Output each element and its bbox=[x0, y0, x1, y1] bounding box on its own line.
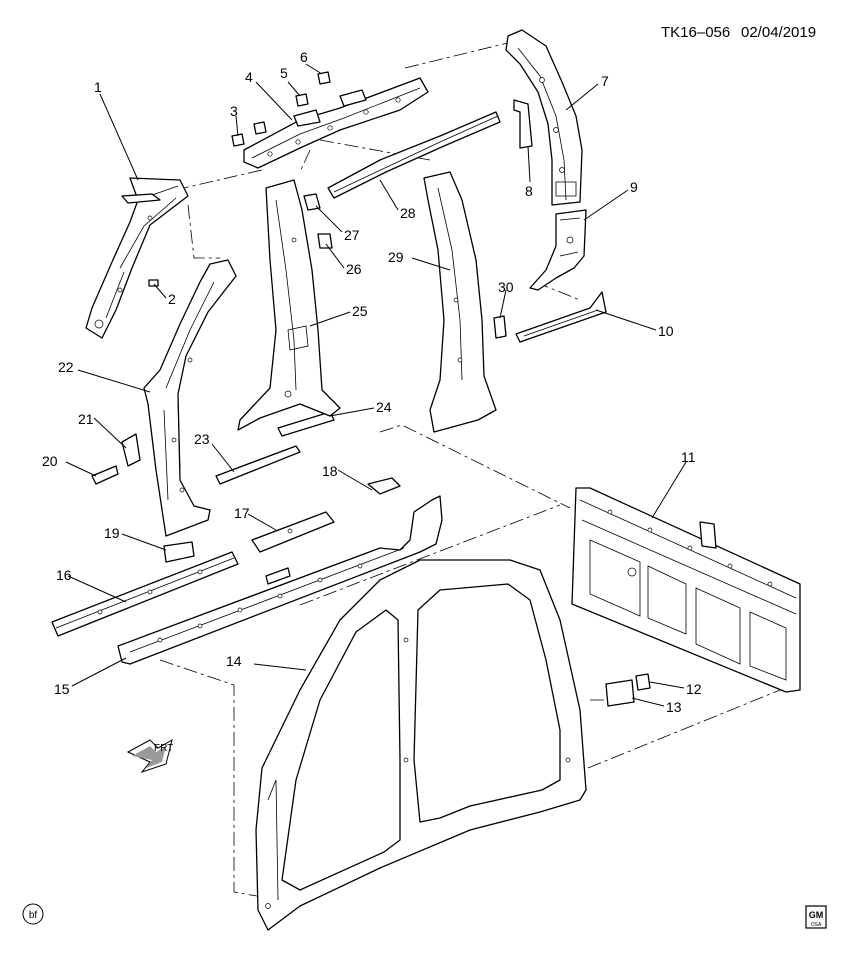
callout-8: 8 bbox=[525, 183, 533, 199]
frt-label: FRT bbox=[154, 743, 173, 754]
callout-2: 2 bbox=[168, 291, 176, 307]
callout-10: 10 bbox=[658, 323, 674, 339]
callout-13: 13 bbox=[666, 699, 682, 715]
part-7-rear-pillar-upper bbox=[505, 29, 583, 206]
part-29-center-pillar-outer bbox=[423, 171, 497, 433]
callout-27: 27 bbox=[344, 227, 360, 243]
part-28-roof-side-rail bbox=[327, 111, 501, 199]
part-3-clips bbox=[231, 121, 267, 147]
callout-30: 30 bbox=[498, 279, 514, 295]
part-4-roof-front-header bbox=[243, 77, 429, 169]
callout-3: 3 bbox=[230, 103, 238, 119]
part-8-bracket bbox=[513, 99, 533, 149]
part-26-bracket bbox=[317, 233, 333, 249]
callout-4: 4 bbox=[245, 69, 253, 85]
callout-15: 15 bbox=[54, 681, 70, 697]
callout-23: 23 bbox=[194, 431, 210, 447]
part-9-rear-pillar-lower bbox=[529, 209, 587, 291]
part-11-back-panel bbox=[571, 487, 801, 693]
callout-16: 16 bbox=[56, 567, 72, 583]
callout-20: 20 bbox=[42, 453, 58, 469]
front-direction-arrow: FRT bbox=[126, 738, 173, 774]
callout-18: 18 bbox=[322, 463, 338, 479]
diagram-date: 02/04/2019 bbox=[741, 24, 816, 41]
callout-28: 28 bbox=[400, 205, 416, 221]
part-20-bracket bbox=[91, 465, 119, 485]
gm-logo: GM OSA bbox=[805, 905, 827, 929]
callout-24: 24 bbox=[376, 399, 392, 415]
part-1-windshield-pillar-upper bbox=[85, 177, 189, 339]
callout-6: 6 bbox=[300, 49, 308, 65]
callout-14: 14 bbox=[226, 653, 242, 669]
part-6-clip bbox=[317, 71, 331, 85]
callout-29: 29 bbox=[388, 249, 404, 265]
part-23-sill-reinforcement bbox=[215, 445, 301, 485]
callout-26: 26 bbox=[346, 261, 362, 277]
callout-9: 9 bbox=[630, 179, 638, 195]
part-2-clip bbox=[148, 279, 159, 287]
callout-25: 25 bbox=[352, 303, 368, 319]
part-12-bracket bbox=[635, 673, 651, 691]
callout-17: 17 bbox=[234, 505, 250, 521]
leader-lines bbox=[65, 63, 687, 707]
illustrator-initials: bf bbox=[29, 910, 38, 921]
callout-12: 12 bbox=[686, 681, 702, 697]
callout-22: 22 bbox=[58, 359, 74, 375]
part-30-bracket bbox=[493, 315, 507, 339]
part-5-clip bbox=[295, 93, 309, 107]
diagram-code: TK16–056 bbox=[661, 24, 730, 41]
part-19-bracket bbox=[163, 541, 195, 563]
part-10-sill-extension bbox=[515, 291, 607, 343]
callout-19: 19 bbox=[104, 525, 120, 541]
part-24-bracket bbox=[277, 411, 335, 437]
callout-5: 5 bbox=[280, 65, 288, 81]
gm-logo-text: GM bbox=[809, 910, 824, 920]
part-17-reinforcement bbox=[251, 511, 335, 553]
callout-11: 11 bbox=[681, 449, 696, 465]
alignment-lines bbox=[159, 39, 791, 899]
part-16-rocker-reinforcement bbox=[51, 551, 239, 637]
part-13-bracket bbox=[605, 679, 635, 707]
illustrator-mark: bf bbox=[22, 903, 44, 925]
part-21-bracket bbox=[121, 433, 141, 467]
gm-logo-subtext: OSA bbox=[811, 922, 822, 928]
callout-labels: 1 2 3 4 5 6 7 8 9 10 11 12 13 14 15 16 1… bbox=[42, 49, 702, 715]
callout-21: 21 bbox=[78, 411, 94, 427]
part-14-body-side-outer bbox=[255, 559, 587, 931]
part-18-bracket bbox=[367, 477, 401, 495]
callout-1: 1 bbox=[94, 79, 102, 95]
part-15-rocker-inner bbox=[117, 495, 443, 665]
part-25-center-pillar-inner bbox=[237, 179, 341, 431]
part-22-hinge-pillar bbox=[143, 259, 237, 537]
callout-7: 7 bbox=[601, 73, 609, 89]
